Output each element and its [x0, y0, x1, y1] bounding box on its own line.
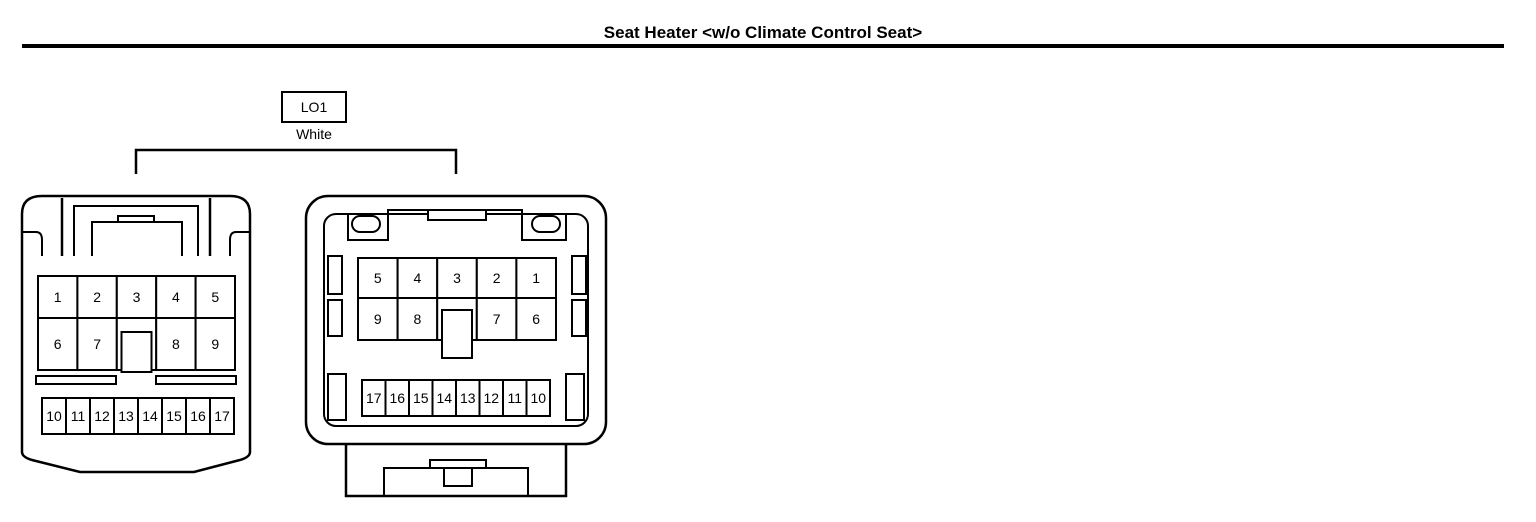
left-connector-separator-right: [155, 375, 237, 385]
right-pin-1: [515, 257, 558, 299]
right-pin-label-2: 2: [493, 270, 501, 286]
right-pin-label-11: 11: [507, 390, 522, 406]
right-pin-label-12: 12: [483, 390, 499, 406]
right-connector-bottom-latch-key: [443, 467, 473, 487]
right-connector-guide-r1: [571, 255, 587, 295]
connector-code-box: [281, 91, 347, 123]
left-pin-label-11: 11: [71, 408, 86, 424]
right-pin-label-7: 7: [493, 311, 501, 327]
left-pin-label-7: 7: [93, 336, 101, 352]
left-pin-6: [37, 317, 79, 371]
left-pin-label-14: 14: [142, 408, 158, 424]
right-row2-plug: [441, 309, 473, 359]
left-pin-5: [194, 275, 237, 319]
left-pin-label-9: 9: [211, 336, 219, 352]
page-title: Seat Heater <w/o Climate Control Seat>: [604, 23, 922, 42]
left-connector-notch-left: [22, 231, 43, 256]
left-connector-latch-frame: [91, 215, 183, 256]
left-pin-label-15: 15: [166, 408, 182, 424]
left-row2-plug: [120, 331, 153, 373]
right-pin-label-16: 16: [389, 390, 405, 406]
right-pin-label-1: 1: [532, 270, 540, 286]
left-pin-label-13: 13: [118, 408, 134, 424]
right-connector-guide-r2: [571, 299, 587, 337]
left-connector-notch-right: [229, 231, 250, 256]
right-pin-label-3: 3: [453, 270, 461, 286]
right-connector-guide-l3: [327, 373, 347, 421]
left-pin-label-16: 16: [190, 408, 206, 424]
right-pin-4: [396, 257, 439, 299]
right-pin-label-17: 17: [366, 390, 382, 406]
right-pin-10: [525, 379, 551, 417]
left-pin-label-4: 4: [172, 289, 180, 305]
left-pin-label-6: 6: [54, 336, 62, 352]
right-connector-outer-body: [304, 194, 608, 446]
right-connector-hole-left: [351, 215, 381, 233]
right-pin-label-10: 10: [530, 390, 546, 406]
connector-code: LO1: [301, 99, 328, 115]
left-connector-body: [20, 194, 252, 474]
right-pin-label-14: 14: [436, 390, 452, 406]
right-pin-label-6: 6: [532, 311, 540, 327]
right-pin-6: [515, 297, 558, 341]
left-connector-latch-inner: [73, 205, 199, 256]
right-pin-label-13: 13: [460, 390, 476, 406]
right-connector: 5 4 3 2 1 9 8 7 6 17 16 15 14 13 12 11 10: [304, 194, 608, 498]
left-pin-2: [76, 275, 118, 319]
right-pin-2: [475, 257, 518, 299]
right-connector-guide-l2: [327, 299, 343, 337]
left-pin-label-12: 12: [94, 408, 110, 424]
left-connector-separator-left: [35, 375, 117, 385]
connector-color: White: [296, 126, 332, 142]
right-connector-guide-l1: [327, 255, 343, 295]
left-pin-label-5: 5: [211, 289, 219, 305]
right-connector-key-slot: [427, 209, 487, 221]
right-pin-label-4: 4: [414, 270, 422, 286]
right-connector-pins: 5 4 3 2 1 9 8 7 6 17 16 15 14 13 12 11 10: [357, 257, 558, 417]
left-pin-label-17: 17: [214, 408, 230, 424]
right-pin-label-9: 9: [374, 311, 382, 327]
left-pin-17: [209, 397, 235, 435]
right-pin-label-5: 5: [374, 270, 382, 286]
left-pin-label-8: 8: [172, 336, 180, 352]
view-bracket: [134, 148, 458, 174]
left-pin-label-2: 2: [93, 289, 101, 305]
right-pin-7: [475, 297, 518, 341]
left-pin-14: [137, 397, 163, 435]
left-pin-16: [185, 397, 211, 435]
left-pin-4: [155, 275, 197, 319]
right-connector-hole-right: [531, 215, 561, 233]
left-connector-latch: [60, 198, 212, 256]
left-pin-label-3: 3: [133, 289, 141, 305]
right-connector-bottom-latch: [344, 444, 568, 498]
left-pin-label-10: 10: [46, 408, 62, 424]
left-pin-9: [194, 317, 237, 371]
right-pin-label-8: 8: [414, 311, 422, 327]
left-pin-label-1: 1: [54, 289, 62, 305]
right-pin-label-15: 15: [413, 390, 429, 406]
right-connector-guide-r3: [565, 373, 585, 421]
